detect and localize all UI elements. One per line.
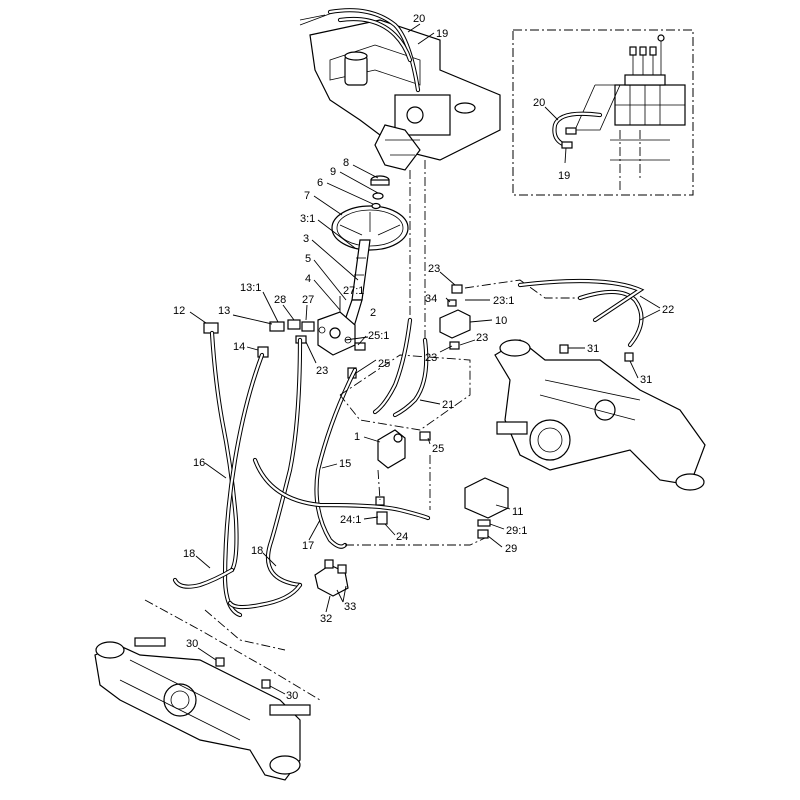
callout-31-b: 31	[640, 374, 652, 386]
callout-18-mid: 18	[251, 545, 263, 557]
callout-30-a: 30	[186, 638, 198, 650]
callout-24: 24	[396, 531, 408, 543]
callout-19-inset: 19	[558, 170, 570, 182]
callout-16: 16	[193, 457, 205, 469]
pedal-hose-20	[327, 8, 421, 93]
callout-13: 13	[218, 305, 230, 317]
callout-15: 15	[339, 458, 351, 470]
hose-16	[209, 330, 239, 573]
callout-10: 10	[495, 315, 507, 327]
steering-cap-parts	[370, 175, 390, 210]
callout-9: 9	[330, 166, 336, 178]
hose-18-mid	[227, 582, 303, 610]
callout-22: 22	[662, 304, 674, 316]
callout-21: 21	[442, 399, 454, 411]
callout-20-inset: 20	[533, 97, 545, 109]
callout-2: 2	[370, 307, 376, 319]
inset-hose-20	[552, 111, 603, 149]
callout-4: 4	[305, 273, 311, 285]
control-valve-bank	[574, 34, 686, 190]
callout-7: 7	[304, 190, 310, 202]
callout-23-lower-b: 23	[476, 332, 488, 344]
callout-20: 20	[413, 13, 425, 25]
hose-21	[372, 317, 429, 418]
callout-3: 3	[303, 233, 309, 245]
callout-28: 28	[274, 294, 286, 306]
hose-22	[517, 278, 645, 348]
callout-1: 1	[354, 431, 360, 443]
relief-valve-1	[377, 429, 431, 469]
callout-6: 6	[317, 177, 323, 189]
callout-29-1: 29:1	[506, 525, 527, 537]
callout-24-1: 24:1	[340, 514, 361, 526]
callout-14: 14	[233, 341, 245, 353]
callout-32: 32	[320, 613, 332, 625]
callout-27-1: 27:1	[343, 285, 364, 297]
callout-25-upper: 25	[378, 358, 390, 370]
callout-17: 17	[302, 540, 314, 552]
callout-30-b: 30	[286, 690, 298, 702]
rear-axle-right	[494, 339, 706, 491]
callout-23-top: 23	[428, 263, 440, 275]
callout-33: 33	[344, 601, 356, 613]
callout-25-1: 25:1	[368, 330, 389, 342]
callout-19: 19	[436, 28, 448, 40]
hose-24	[252, 457, 431, 521]
callout-23-1: 23:1	[493, 295, 514, 307]
callout-8: 8	[343, 157, 349, 169]
callout-5: 5	[305, 253, 311, 265]
callout-34: 34	[425, 293, 437, 305]
callout-11: 11	[512, 506, 523, 518]
callout-23-lower-a: 23	[425, 352, 437, 364]
callout-23-left: 23	[316, 365, 328, 377]
callout-13-1: 13:1	[240, 282, 261, 294]
callout-18-left: 18	[183, 548, 195, 560]
hose-15	[314, 367, 358, 549]
inset-frame	[512, 29, 694, 196]
front-axle-left	[94, 637, 311, 781]
hose-16-return	[222, 352, 265, 618]
hose-17	[265, 337, 303, 588]
flow-divider-valve-10	[439, 284, 471, 350]
valve-block-11	[464, 477, 509, 539]
steering-wheel	[331, 205, 409, 251]
upper-chassis-assembly	[299, 9, 501, 171]
valve-inset-detail: 20 19	[512, 29, 694, 196]
callout-12: 12	[173, 305, 185, 317]
callout-29: 29	[505, 543, 517, 555]
callout-27: 27	[302, 294, 314, 306]
callout-3-1: 3:1	[300, 213, 315, 225]
callout-25-lower: 25	[432, 443, 444, 455]
hose-18-left	[172, 567, 235, 589]
tee-bracket-32	[314, 559, 349, 597]
callout-31-a: 31	[587, 343, 599, 355]
fitting-24	[375, 496, 388, 525]
